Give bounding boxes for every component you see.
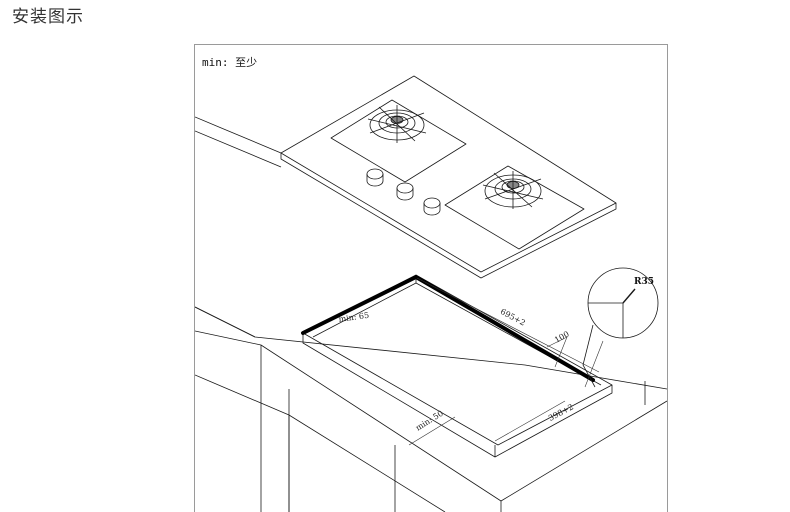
cooktop-glass [280,75,617,273]
detail-callout [582,267,659,388]
control-knobs [366,168,441,216]
right-burner [444,165,585,250]
counter-top [195,306,667,390]
min-note: min: 至少 [202,56,258,69]
detail-radius-label: R35 [634,277,655,287]
left-burner [330,99,467,183]
page-heading: 安装图示 [12,7,84,27]
installation-drawing [195,75,667,512]
installation-diagram: min: 至少 min: 65 695+2 100 min: 50 398+2 … [194,44,668,512]
